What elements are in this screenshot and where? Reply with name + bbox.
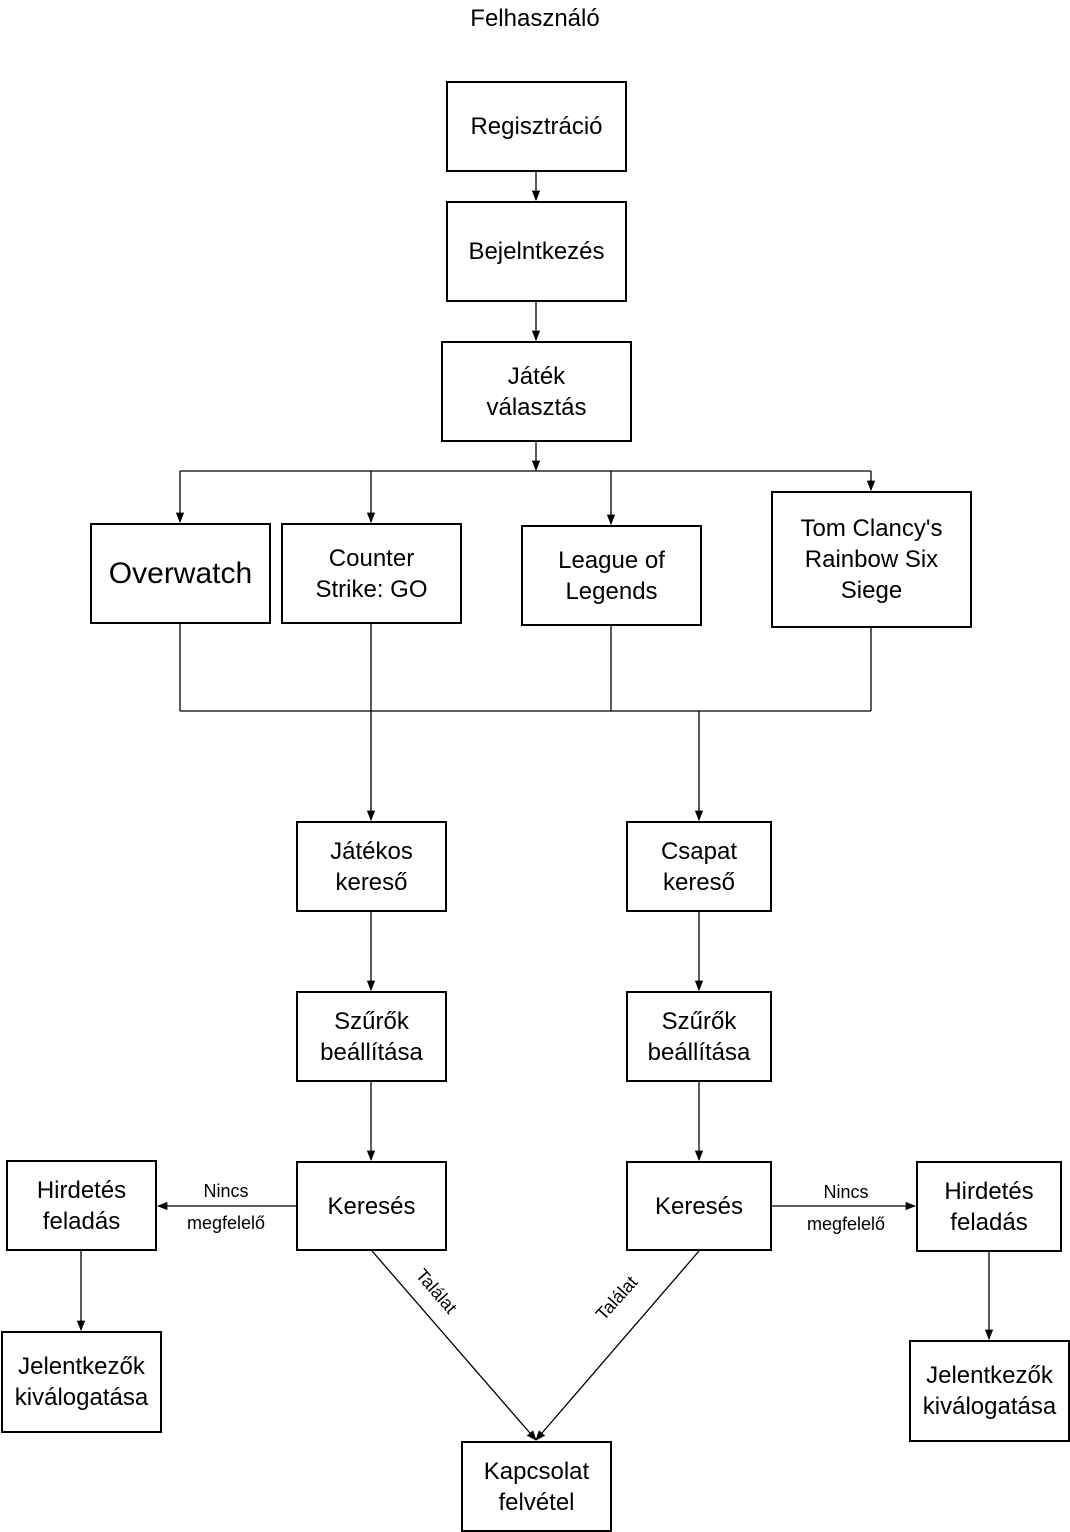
node-filters-left: Szűrők beállítása	[296, 991, 447, 1082]
node-r6: Tom Clancy's Rainbow Six Siege	[771, 491, 972, 628]
node-team-search: Csapat kereső	[626, 821, 772, 912]
node-csgo: Counter Strike: GO	[281, 523, 462, 624]
diagram-title: Felhasználó	[470, 5, 600, 32]
node-registration: Regisztráció	[446, 81, 627, 172]
node-ad-right: Hirdetés feladás	[916, 1161, 1062, 1252]
edge-label-no-match-left-1: Nincs	[196, 1181, 256, 1202]
node-contact: Kapcsolat felvétel	[461, 1441, 612, 1532]
node-login: Bejelntkezés	[446, 201, 627, 302]
edge-label-no-match-left-2: megfelelő	[180, 1213, 272, 1234]
edge-search-contact-right	[535, 1250, 700, 1441]
edge-label-no-match-right-1: Nincs	[816, 1182, 876, 1203]
node-player-search: Játékos kereső	[296, 821, 447, 912]
node-applicants-left: Jelentkezők kiválogatása	[1, 1331, 162, 1433]
node-lol: League of Legends	[521, 525, 702, 626]
node-search-right: Keresés	[626, 1161, 772, 1251]
edge-search-contact-left	[371, 1250, 537, 1441]
node-filters-right: Szűrők beállítása	[626, 991, 772, 1082]
edge-label-no-match-right-2: megfelelő	[800, 1214, 892, 1235]
node-ad-left: Hirdetés feladás	[6, 1160, 157, 1251]
node-overwatch: Overwatch	[90, 523, 271, 624]
node-game-select: Játék választás	[441, 341, 632, 442]
node-search-left: Keresés	[296, 1161, 447, 1251]
node-applicants-right: Jelentkezők kiválogatása	[909, 1340, 1070, 1442]
